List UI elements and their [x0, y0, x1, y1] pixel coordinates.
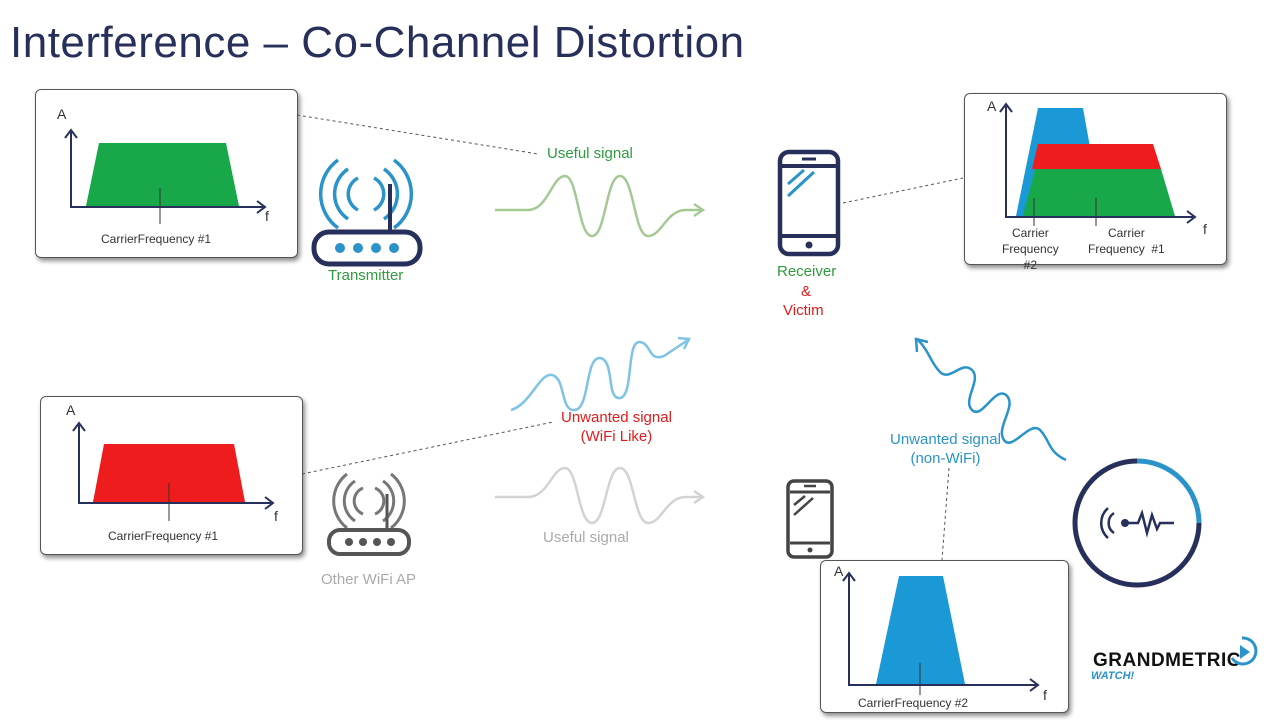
axis-label-a: A: [987, 98, 997, 114]
play-icon: [1230, 636, 1258, 666]
transmitter-label: Transmitter: [328, 267, 404, 284]
useful-signal-bottom-label: Useful signal: [543, 529, 629, 546]
spectrum-chart: [842, 571, 1040, 695]
axis-label-a: A: [66, 402, 76, 418]
carrier-band-1-red: [93, 444, 245, 502]
signal-source-icon: [1072, 458, 1202, 588]
page-title: Interference – Co-Channel Distortion: [10, 18, 745, 67]
router-icon-other-ap: [327, 472, 411, 556]
spectrum-panel-interferer: A f CarrierFrequency #2: [820, 560, 1069, 713]
carrier-frequency-label: CarrierFrequency #1: [101, 232, 212, 246]
axis-label-a: A: [57, 106, 67, 122]
brand-logo-sub: WATCH!: [1091, 670, 1135, 682]
spectrum-chart: [72, 421, 275, 521]
unwanted-nonwifi-wave: [914, 337, 1067, 462]
carrier-frequency-label: CarrierFrequency #2: [858, 696, 969, 710]
useful-signal-label: Useful signal: [547, 145, 633, 162]
axis-label-a: A: [834, 563, 844, 579]
axis-label-f: f: [274, 508, 278, 524]
spectrum-panel-receiver: A f Carrier Frequency #2 Carrier Frequen…: [964, 93, 1227, 272]
carrier-band-1: [86, 143, 239, 206]
useful-signal-wave-bottom: [495, 466, 706, 525]
unwanted-wifi-wave: [510, 336, 691, 412]
axis-label-f: f: [1043, 687, 1047, 703]
victim-label: Victim: [783, 302, 824, 319]
interferer-band-red: [1032, 144, 1161, 169]
axis-label-f: f: [265, 208, 269, 224]
spectrum-chart: [999, 102, 1197, 226]
spectrum-panel-other-ap: A f CarrierFrequency #1: [40, 396, 303, 555]
unwanted-wifi-label: Unwanted signal (WiFi Like): [561, 409, 672, 445]
carrier-band-1-green: [1023, 169, 1175, 216]
carrier-frequency-1-label: Carrier Frequency #1: [1088, 226, 1165, 256]
spectrum-panel-transmitter: A f CarrierFrequency #1: [35, 89, 298, 258]
other-ap-label: Other WiFi AP: [321, 571, 417, 588]
smartphone-icon-other: [786, 479, 834, 559]
smartphone-icon: [777, 149, 841, 257]
axis-label-f: f: [1203, 221, 1207, 237]
unwanted-nonwifi-label: Unwanted signal (non-WiFi): [890, 431, 1001, 467]
receiver-label: Receiver: [777, 263, 837, 280]
ampersand-label: &: [801, 283, 812, 300]
router-icon: [311, 158, 423, 267]
carrier-frequency-2-label: Carrier Frequency #2: [1002, 226, 1059, 272]
carrier-frequency-label: CarrierFrequency #1: [108, 529, 219, 543]
spectrum-chart: [64, 128, 267, 224]
brand-logo: GRANDMETRIC: [1093, 650, 1241, 671]
carrier-band-2-blue: [876, 576, 965, 684]
useful-signal-wave-top: [495, 174, 706, 238]
